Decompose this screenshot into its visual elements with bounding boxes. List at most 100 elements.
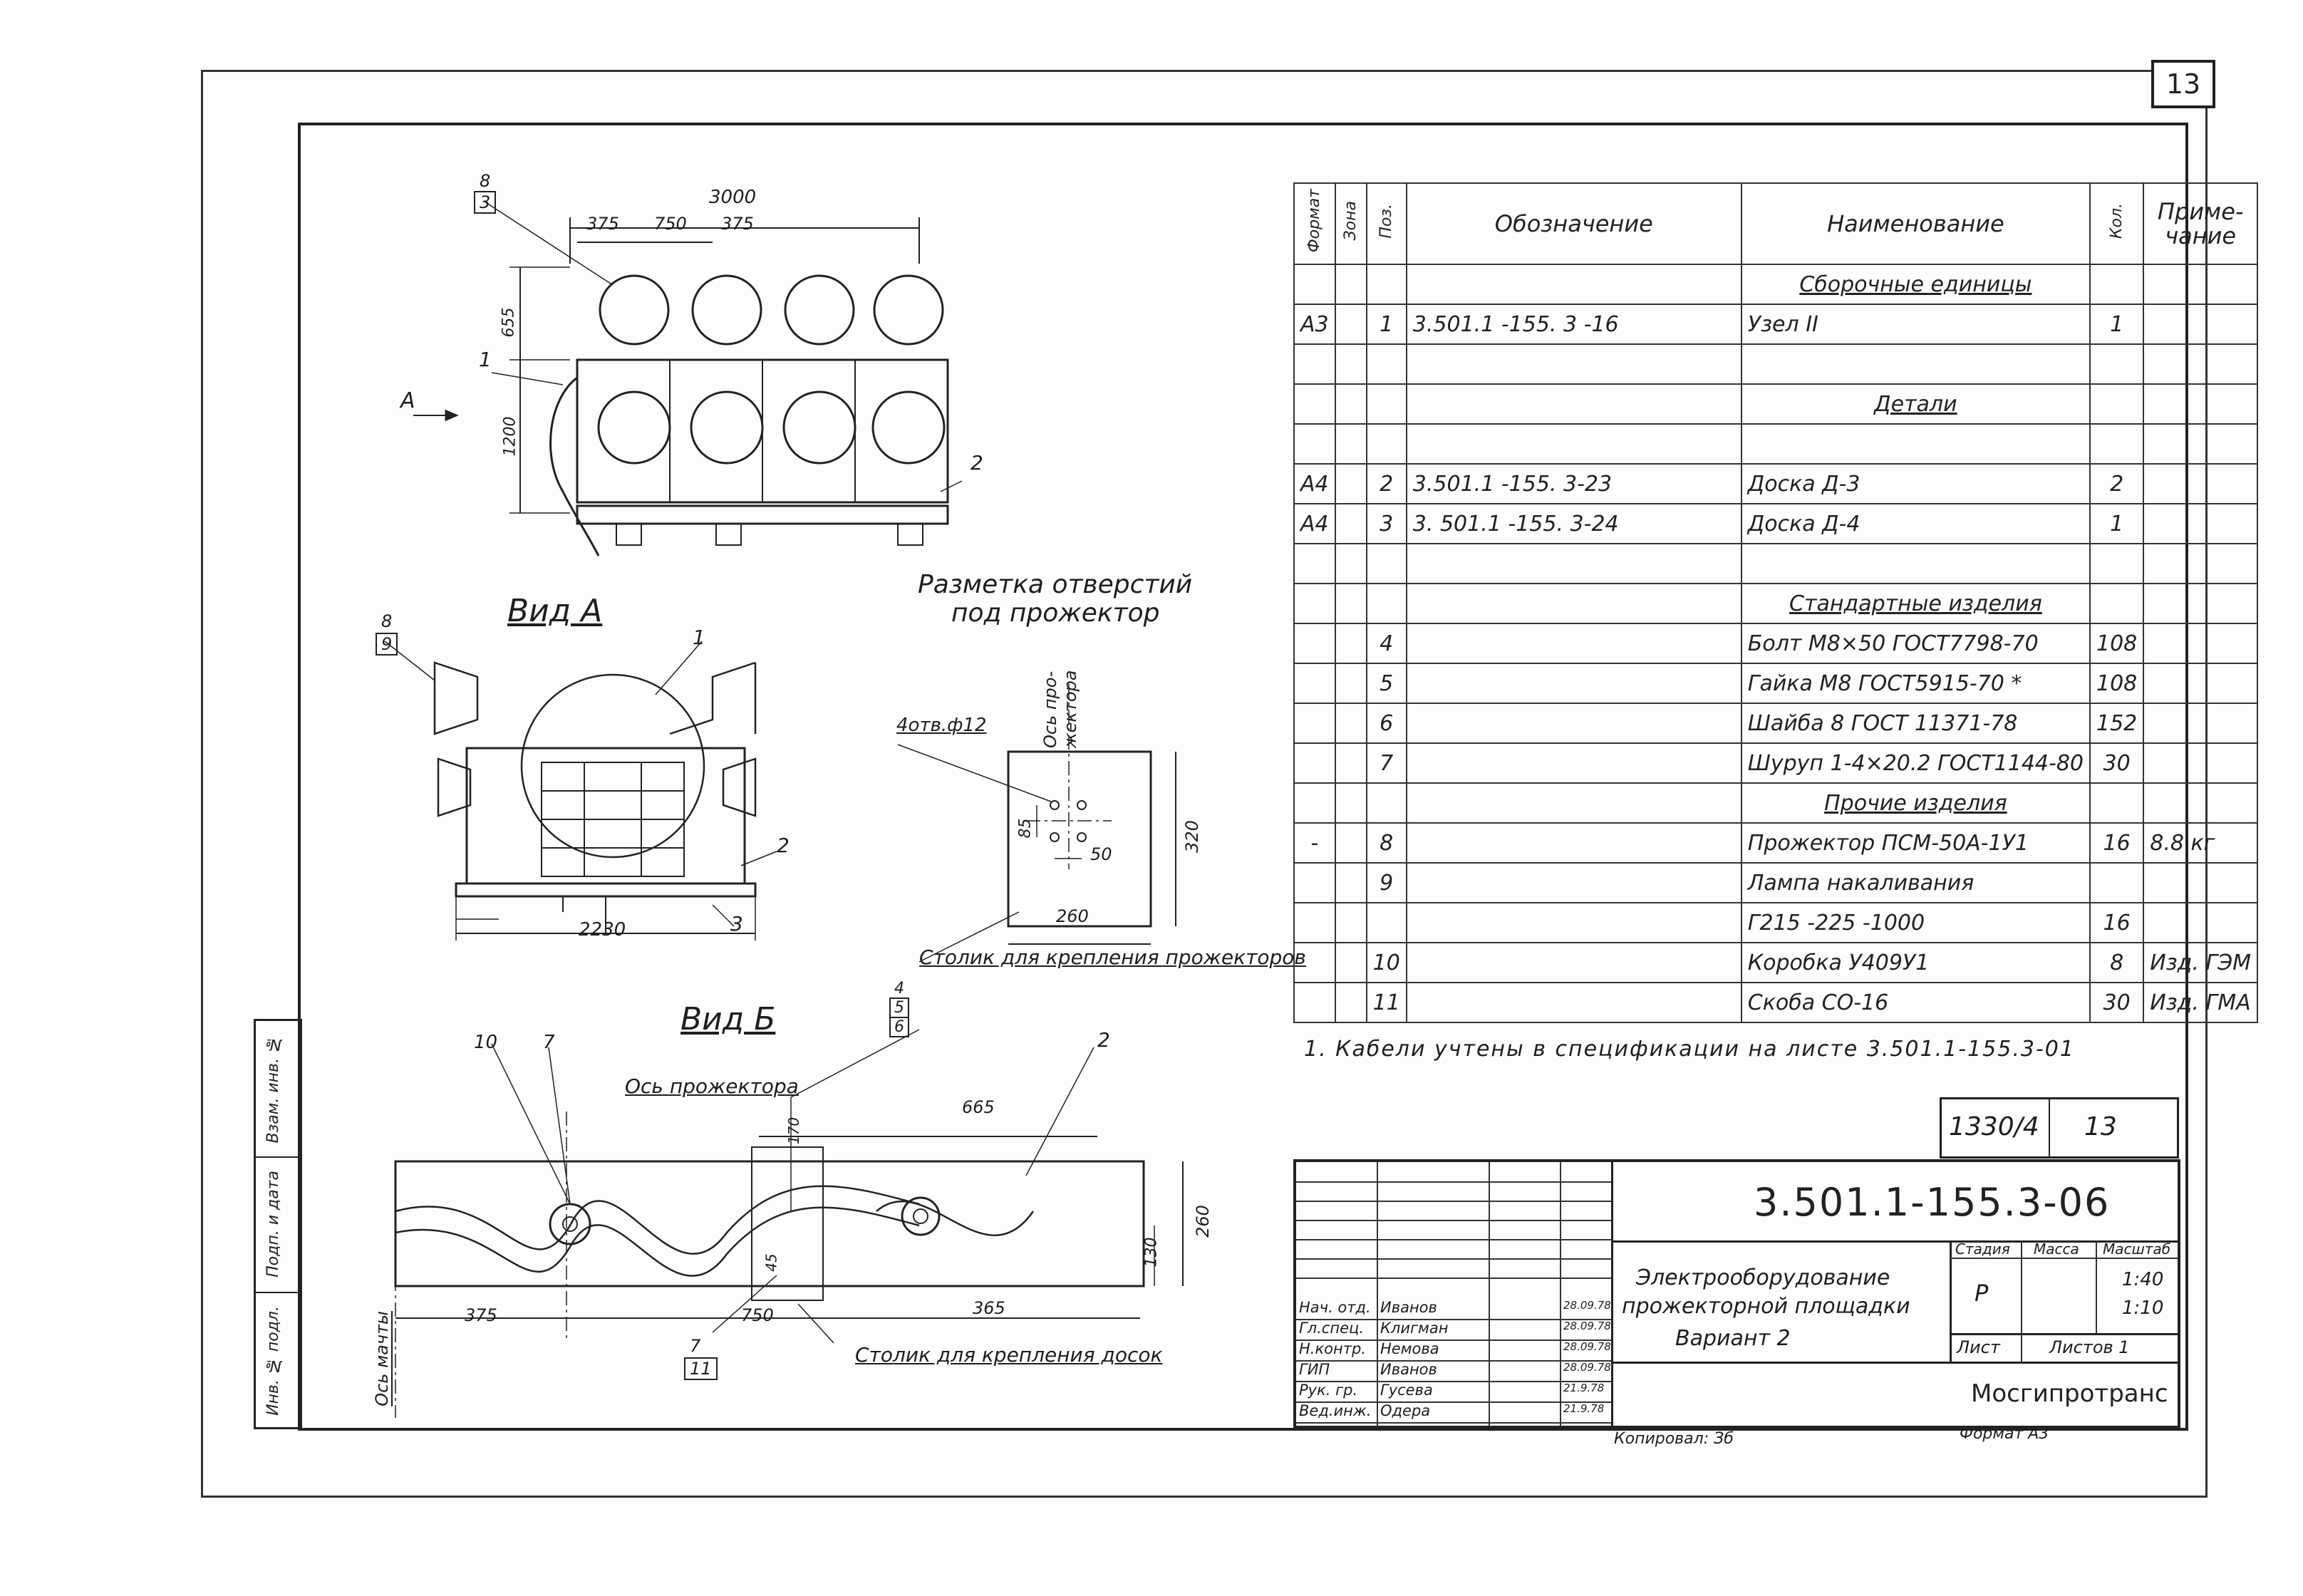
spec-note-cell: Изд. ГМА — [2143, 982, 2259, 1023]
spec-format-cell — [1293, 742, 1336, 784]
signature-date: 21.9.78 — [1563, 1402, 1605, 1415]
spec-designation-cell — [1405, 902, 1742, 943]
callout-number: 3 — [730, 912, 743, 936]
spec-header-designation: Обозначение — [1405, 182, 1742, 265]
spec-designation-cell — [1405, 742, 1742, 784]
dim-label: 45 — [762, 1253, 780, 1272]
spec-designation-cell: 3.501.1 -155. 3-23 — [1405, 463, 1742, 504]
spec-name-cell: Гайка М8 ГОСТ5915-70 * — [1740, 663, 2091, 704]
spec-name-cell: Шуруп 1-4×20.2 ГОСТ1144-80 — [1740, 742, 2091, 784]
hole-marking-plate — [897, 684, 1176, 963]
spec-format-cell — [1293, 543, 1336, 584]
spec-note-cell — [2143, 623, 2259, 664]
spec-designation-cell — [1405, 942, 1742, 983]
spec-qty-cell: 30 — [2089, 742, 2145, 784]
spec-pos-cell: 5 — [1365, 663, 1407, 704]
spec-zone-cell — [1334, 383, 1367, 425]
dim-label: 50 — [1090, 844, 1112, 864]
dim-label: 375 — [721, 214, 754, 234]
spec-zone-cell — [1334, 663, 1367, 704]
spec-qty-cell — [2089, 264, 2145, 305]
callout-number: 11 — [684, 1357, 718, 1380]
spec-note-cell — [2143, 583, 2259, 624]
spec-qty-cell: 16 — [2089, 902, 2145, 943]
page-number: 13 — [2151, 60, 2215, 108]
archive-number: 1330/4 — [1949, 1112, 2039, 1141]
signature-date: 21.9.78 — [1563, 1382, 1605, 1394]
spec-zone-cell — [1334, 862, 1367, 903]
spec-qty-cell — [2089, 543, 2145, 584]
spec-qty-cell — [2089, 583, 2145, 624]
mast-axis-label: Ось мачты — [372, 1311, 392, 1406]
spec-qty-cell: 1 — [2089, 503, 2145, 544]
spec-pos-cell: 7 — [1365, 742, 1407, 784]
spec-note-cell — [2143, 703, 2259, 744]
spec-name-cell: Доска Д-3 — [1740, 463, 2091, 504]
spec-zone-cell — [1334, 543, 1367, 584]
signature-name: Иванов — [1380, 1361, 1437, 1378]
callout-number: 1 — [693, 626, 705, 649]
spec-format-cell — [1293, 423, 1336, 465]
spec-qty-cell: 16 — [2089, 822, 2145, 864]
spec-designation-cell — [1405, 862, 1742, 903]
spec-zone-cell — [1334, 703, 1367, 744]
drawing-code: 3.501.1-155.3-06 — [1754, 1180, 2111, 1225]
projector-table-label: Столик для крепления прожекторов — [919, 945, 1306, 969]
spec-designation-cell — [1405, 264, 1742, 305]
spec-format-cell: А4 — [1293, 503, 1336, 544]
spec-note-cell — [2143, 343, 2259, 385]
stage-value: Р — [1975, 1280, 1989, 1307]
spec-row — [1293, 543, 2259, 584]
projector-axis-label: Ось про-жектора — [1040, 670, 1080, 749]
dim-label: 85 — [1016, 818, 1035, 839]
copied-by: Копировал: Зб — [1614, 1430, 1734, 1448]
spec-note-cell: Изд. ГЭМ — [2143, 942, 2259, 983]
spec-pos-cell: 2 — [1365, 463, 1407, 504]
spec-name-cell: Лампа накаливания — [1740, 862, 2091, 903]
spec-note-cell: 8.8 кг — [2143, 822, 2259, 864]
spec-qty-cell — [2089, 423, 2145, 465]
signature-role: Н.контр. — [1299, 1340, 1366, 1357]
signature-date: 28.09.78 — [1563, 1320, 1611, 1332]
archive-sheet: 13 — [2084, 1112, 2117, 1141]
mass-label: Масса — [2034, 1240, 2079, 1258]
spec-qty-cell: 108 — [2089, 663, 2145, 704]
spec-designation-cell — [1405, 623, 1742, 664]
callout-number: 8 — [480, 171, 491, 191]
title-cell: Электрооборудование прожекторной площадк… — [1611, 1240, 1952, 1364]
dim-label: 320 — [1181, 820, 1202, 853]
spec-note-cell — [2143, 423, 2259, 465]
spec-name-cell: Стандартные изделия — [1740, 583, 2091, 624]
organization: Мосгипротранс — [1971, 1379, 2168, 1408]
spec-format-cell: А4 — [1293, 463, 1336, 504]
code-cell: 3.501.1-155.3-06 — [1611, 1162, 2178, 1243]
signature-role: Вед.инж. — [1299, 1402, 1372, 1419]
view-a-title: Вид А — [507, 593, 603, 629]
signature-row-divider — [1296, 1381, 1611, 1382]
spec-note-cell — [2143, 742, 2259, 784]
callout-number: 9 — [376, 633, 398, 656]
spec-header-name: Наименование — [1740, 182, 2091, 265]
callout-number: 8 — [381, 611, 393, 631]
spec-zone-cell — [1334, 902, 1367, 943]
dim-label: 260 — [1056, 906, 1089, 926]
spec-designation-cell — [1405, 543, 1742, 584]
spec-name-cell: Доска Д-4 — [1740, 503, 2091, 544]
spec-zone-cell — [1334, 822, 1367, 864]
spec-pos-cell — [1365, 583, 1407, 624]
dim-label: 365 — [973, 1298, 1005, 1318]
org-cell: Мосгипротранс — [1950, 1362, 2178, 1426]
spec-row: Детали — [1293, 383, 2259, 425]
spec-name-cell — [1740, 423, 2091, 465]
spec-pos-cell: 11 — [1365, 982, 1407, 1023]
spec-qty-cell — [2089, 343, 2145, 385]
dim-label: 2230 — [579, 919, 626, 940]
signature-role: Рук. гр. — [1299, 1382, 1358, 1399]
